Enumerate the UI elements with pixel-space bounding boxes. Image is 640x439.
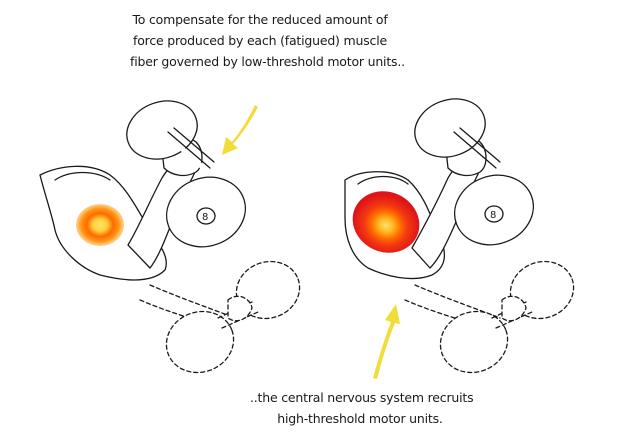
caption-top-line-1: To compensate for the reduced amount of [132,12,388,27]
arrow-bottom-pointer [373,304,400,379]
caption-bottom-line-2: high-threshold motor units. [277,411,443,426]
caption-top-line-2: force produced by each (fatigued) muscle [133,33,387,48]
right-lowered-dumbbell [404,260,575,374]
caption-bottom: ..the central nervous system recruits hi… [250,387,474,429]
caption-top-line-3: fiber governed by low-threshold motor un… [130,54,405,69]
arrow-top-pointer [222,105,258,155]
left-dumbbell-label: 8 [202,212,208,223]
right-high-threshold-activation [352,191,420,253]
left-low-threshold-activation [76,204,124,246]
right-dumbbell-label: 8 [490,210,496,221]
right-dumbbell-back-plate [414,98,486,158]
caption-top: To compensate for the reduced amount of … [130,9,405,72]
caption-bottom-line-1: ..the central nervous system recruits [250,390,474,405]
left-lowered-dumbbell [139,260,301,374]
